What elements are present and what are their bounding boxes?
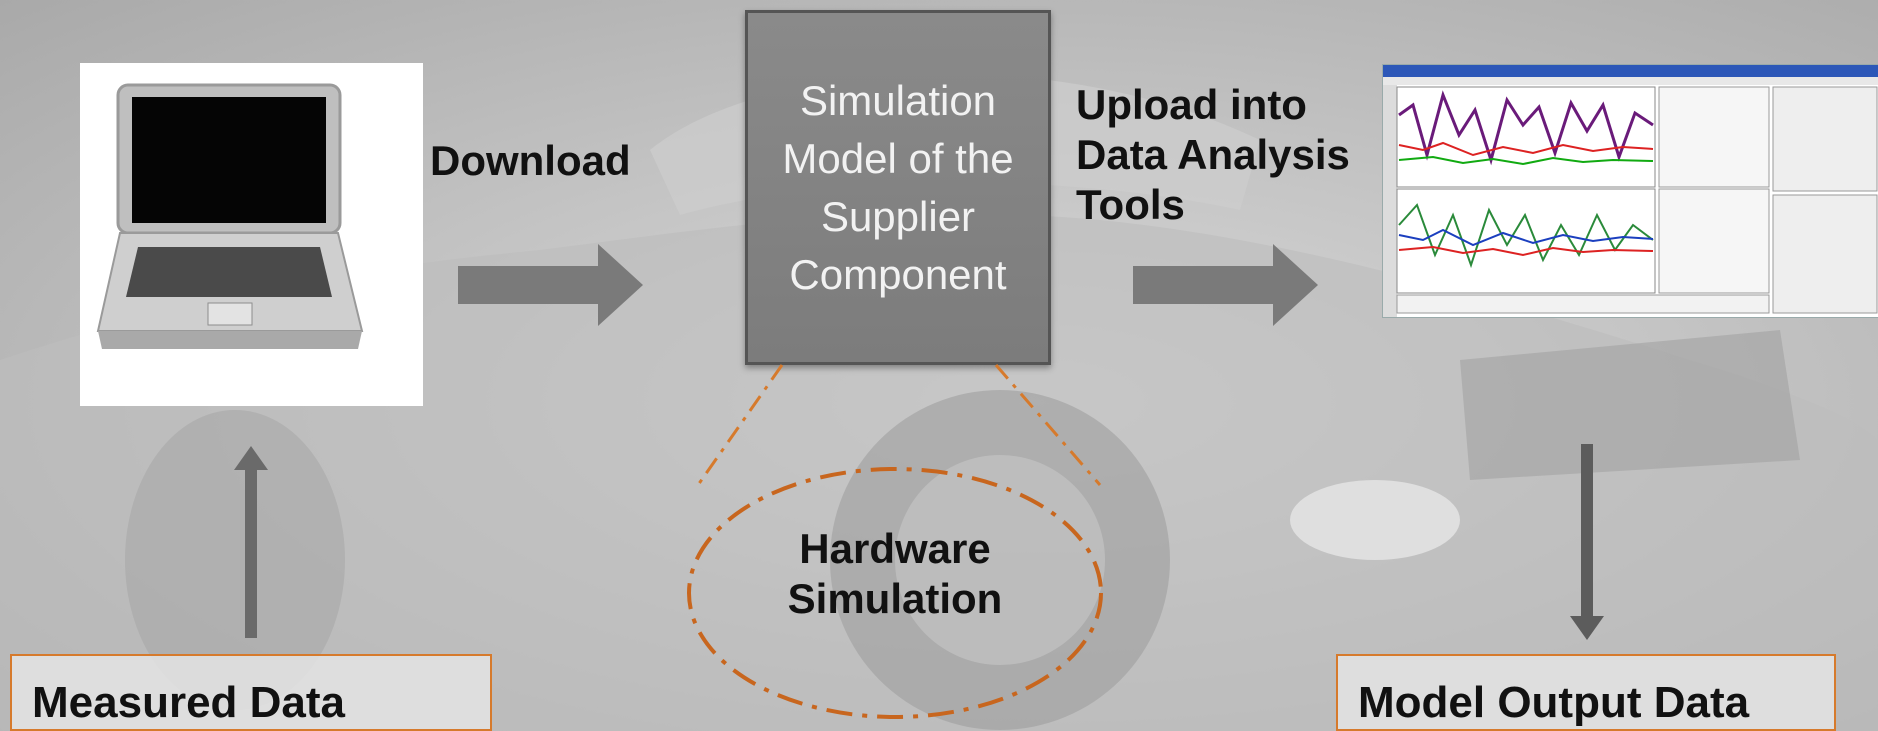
measured-data-box: Measured Data bbox=[10, 654, 492, 731]
data-analysis-tool-screenshot bbox=[1382, 64, 1878, 318]
right-arrow-icon bbox=[1133, 244, 1318, 326]
down-arrow-icon bbox=[1570, 444, 1604, 640]
upload-label: Upload into Data Analysis Tools bbox=[1076, 81, 1350, 228]
measured-data-label: Measured Data bbox=[32, 678, 346, 727]
up-arrow-icon bbox=[234, 446, 268, 638]
simulation-model-box: Simulation Model of the Supplier Compone… bbox=[745, 10, 1051, 365]
download-label: Download bbox=[430, 137, 631, 184]
laptop-image bbox=[80, 63, 423, 406]
connector-lines bbox=[696, 364, 1102, 486]
simulation-model-label: Simulation Model of the Supplier Compone… bbox=[782, 76, 1014, 298]
model-output-data-label: Model Output Data bbox=[1358, 678, 1750, 727]
right-arrow-icon bbox=[458, 244, 643, 326]
model-output-data-box: Model Output Data bbox=[1336, 654, 1836, 731]
hardware-simulation-label: Hardware Simulation bbox=[787, 525, 1003, 622]
hardware-simulation-ellipse bbox=[687, 467, 1103, 719]
